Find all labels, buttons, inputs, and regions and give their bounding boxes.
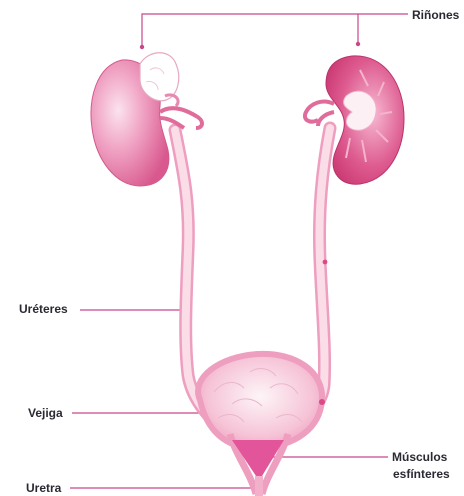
renal-vessels-left (160, 108, 202, 128)
label-musculos: Músculos (392, 450, 447, 464)
ureter-drop-right (323, 260, 328, 265)
adrenal-gland-left (140, 53, 179, 101)
label-vejiga: Vejiga (28, 406, 63, 420)
urethra (230, 434, 288, 496)
leader-line-rinones (142, 14, 408, 46)
leader-dot-rinones-left (140, 45, 144, 49)
bladder (198, 354, 322, 448)
label-esfinteres: esfínteres (393, 467, 450, 481)
label-ureteres: Uréteres (19, 302, 68, 316)
label-uretra: Uretra (26, 481, 61, 495)
label-rinones: Riñones (412, 8, 459, 22)
leader-dot-rinones-right (356, 42, 360, 46)
ureter-drop-right-lower (319, 399, 325, 405)
